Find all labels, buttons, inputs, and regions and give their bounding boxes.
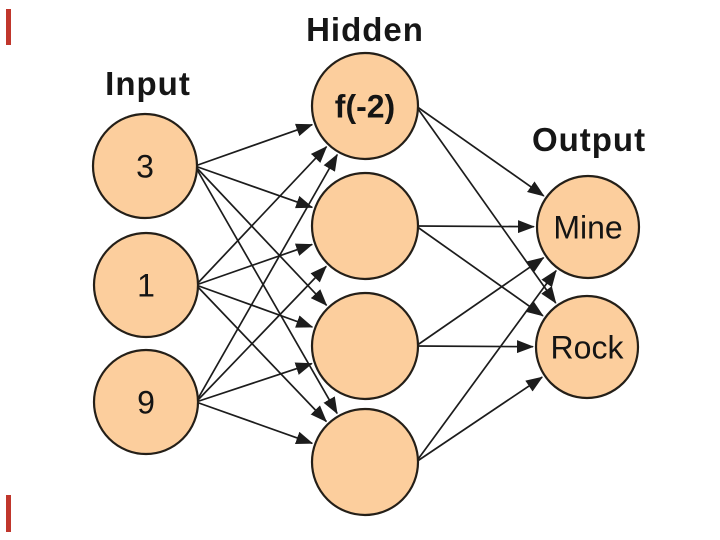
output-node-o1: [535, 174, 641, 280]
edge-h1-o1: [415, 105, 545, 197]
edge-h2-o1: [415, 220, 536, 234]
edge-i2-h3: [195, 284, 314, 328]
edge-h1-o2: [415, 105, 557, 304]
edge-i3-h2: [195, 265, 327, 403]
red-accent-mark: [6, 495, 11, 532]
hidden-layer-label: Hidden: [306, 11, 424, 48]
hidden-node-h4: [310, 407, 420, 517]
edge-i2-h2: [195, 243, 314, 286]
edge-i3-h3: [195, 362, 313, 403]
output-layer-label: Output: [531, 121, 647, 158]
node-label-i1: 3: [136, 149, 154, 185]
edge-i3-h4: [195, 401, 314, 445]
input-node-i3: [92, 348, 200, 456]
edge-i1-h1: [194, 123, 314, 167]
node-label-i3: 9: [137, 385, 155, 421]
output-node-o2: [534, 294, 640, 400]
node-label-o1: Mine: [553, 210, 622, 246]
edge-h4-o1: [415, 269, 557, 463]
edge-i3-h1: [195, 153, 338, 403]
input-layer-label: Input: [105, 65, 191, 102]
edge-i2-h1: [195, 145, 328, 286]
edge-i1-h3: [194, 165, 328, 307]
hidden-node-h2: [310, 171, 420, 281]
node-label-o2: Rock: [551, 330, 625, 366]
hidden-node-h1: [310, 51, 420, 161]
red-accent-mark: [6, 9, 11, 45]
node-label-i2: 1: [137, 268, 155, 304]
hidden-node-h3: [310, 291, 420, 401]
edge-i1-h2: [194, 165, 314, 209]
input-node-i2: [92, 231, 200, 339]
node-label-h1: f(-2): [335, 89, 395, 125]
edge-h2-o2: [415, 225, 544, 317]
edge-h3-o1: [415, 257, 545, 347]
input-node-i1: [91, 112, 199, 220]
edge-h4-o2: [415, 376, 544, 463]
edge-h3-o2: [415, 340, 535, 354]
edge-i2-h4: [195, 284, 328, 423]
edge-i1-h4: [194, 165, 338, 415]
